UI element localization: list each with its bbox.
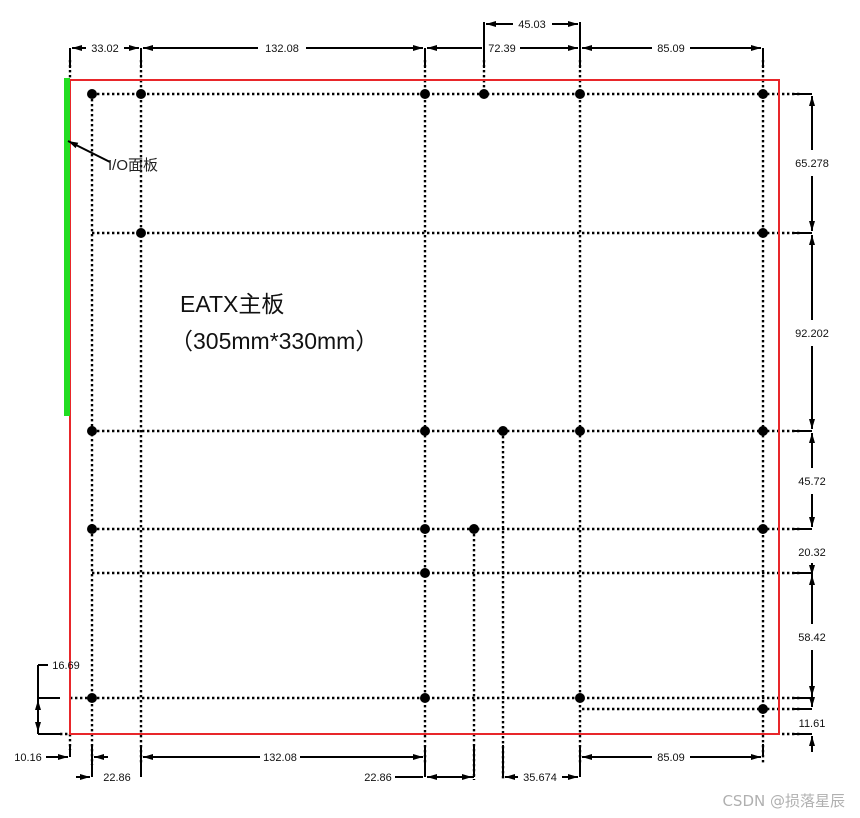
dim-right-20-32: 20.32	[798, 547, 826, 559]
mounting-holes	[87, 89, 768, 714]
io-panel-leader-arrow	[67, 140, 111, 163]
top-dimensions	[69, 21, 764, 68]
dim-top-33-02: 33.02	[91, 43, 119, 55]
dim-top-132-08: 132.08	[265, 43, 299, 55]
io-panel	[64, 78, 70, 416]
dim-left-10-16: 10.16	[14, 752, 42, 764]
left-dimensions	[35, 664, 71, 760]
grid-vertical-lines	[68, 60, 765, 780]
dim-bottom-132-08: 132.08	[263, 752, 297, 764]
board-size: （305mm*330mm）	[170, 328, 378, 354]
dim-right-92-202: 92.202	[795, 328, 829, 340]
dim-bottom-85-09: 85.09	[657, 752, 685, 764]
watermark: CSDN @损落星辰	[722, 792, 845, 810]
dim-bottom-22-86-left: 22.86	[103, 772, 131, 784]
dim-right-58-42: 58.42	[798, 632, 826, 644]
right-dimensions	[792, 93, 815, 752]
io-panel-label: I/O面板	[108, 156, 158, 174]
dim-right-65-278: 65.278	[795, 158, 829, 170]
bottom-dimensions	[76, 744, 764, 780]
board-title: EATX主板	[180, 291, 284, 317]
dim-left-16-69: 16.69	[52, 660, 80, 672]
dim-top-72-39: 72.39	[488, 43, 516, 55]
dim-bottom-22-86-right: 22.86	[364, 772, 392, 784]
grid-horizontal-lines	[60, 92, 800, 736]
dim-top-45-03: 45.03	[518, 19, 546, 31]
dim-right-11-61: 11.61	[799, 718, 826, 730]
dim-bottom-35-674: 35.674	[523, 772, 557, 784]
dim-right-45-72: 45.72	[798, 476, 826, 488]
dim-top-85-09: 85.09	[657, 43, 685, 55]
